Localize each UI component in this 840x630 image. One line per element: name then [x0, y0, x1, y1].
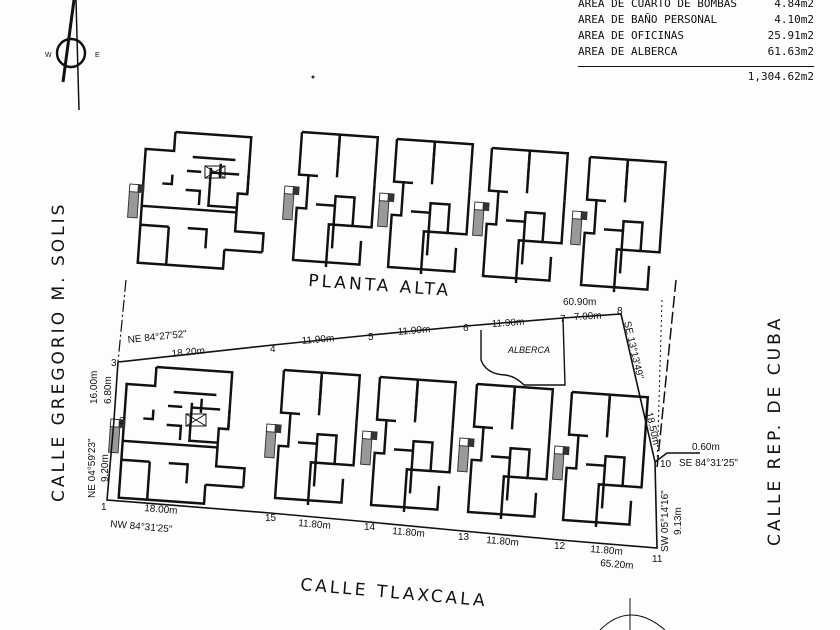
- area-label: AREA DE ALBERCA: [578, 45, 678, 58]
- ground-unit-2: [264, 368, 362, 506]
- area-value: 25.91m2: [767, 29, 814, 42]
- stair-void-icon: [204, 165, 226, 179]
- west-bearing: NE 04°59'23": [87, 438, 98, 498]
- southeast-length: 9.13m: [673, 507, 684, 535]
- north-segment: 11.90m: [397, 324, 430, 338]
- vertex-1: 1: [101, 502, 107, 513]
- area-row: AREA DE BAÑO PERSONAL 4.10m2: [578, 12, 814, 28]
- vertex-8: 8: [617, 306, 623, 317]
- street-label-south: CALLE TLAXCALA: [300, 575, 489, 611]
- vertex-7: 7: [560, 314, 566, 325]
- stair-icon: [282, 185, 300, 221]
- upper-unit-1: [127, 130, 265, 270]
- ground-unit-4: [457, 382, 555, 520]
- ground-unit-5: [552, 390, 650, 528]
- street-label-east: CALLE REP. DE CUBA: [765, 316, 785, 546]
- stair-icon: [457, 437, 475, 473]
- area-summary-table: AREA DE CUARTO DE BOMBAS 4.84m2 AREA DE B…: [578, 0, 814, 85]
- south-segment: 11.80m: [298, 518, 331, 532]
- vertex-10: 10: [660, 459, 672, 470]
- stair-icon: [264, 423, 282, 459]
- vertex-5: 5: [368, 332, 374, 343]
- stair-icon: [570, 210, 588, 246]
- south-segment: 11.80m: [590, 544, 623, 558]
- building-units: [108, 130, 668, 528]
- total-area: 1,304.62m2: [578, 66, 814, 85]
- area-row: AREA DE OFICINAS 25.91m2: [578, 28, 814, 44]
- upper-unit-5: [570, 155, 668, 293]
- north-bearing: NE 84°27'52": [127, 329, 188, 346]
- east-bearing: SE 13°13'49": [621, 320, 645, 380]
- lot-boundary: [106, 279, 700, 549]
- vertex-13: 13: [458, 532, 470, 543]
- stair-void-icon: [185, 413, 207, 427]
- stair-icon: [472, 201, 490, 237]
- north-segment: 11.90m: [491, 317, 524, 330]
- stair-icon: [377, 192, 395, 228]
- street-label-west: CALLE GREGORIO M. SOLIS: [49, 202, 69, 502]
- vertex-6: 6: [463, 323, 469, 334]
- south-segment: 18.00m: [144, 503, 178, 517]
- upper-unit-3: [377, 137, 475, 275]
- west-upper: 6.80m: [103, 376, 114, 404]
- vertex-11: 11: [652, 554, 663, 565]
- vertex-15: 15: [265, 513, 277, 524]
- east-jog-length: 0.60m: [692, 442, 720, 453]
- vertex-3: 3: [111, 358, 117, 369]
- pool-outline: ALBERCA: [480, 317, 566, 386]
- vertex-labels: 3 2 1 4 5 6 7 8 10 11 12 13 14 15: [101, 306, 672, 565]
- upper-unit-2: [282, 130, 380, 268]
- area-value: 4.84m2: [774, 0, 814, 10]
- north-arrow-icon: W E: [45, 0, 100, 111]
- southeast-bearing: SW 05°14'16": [660, 490, 671, 552]
- dimension-labels: NE 84°27'52" 18.20m 11.90m 11.90m 11.90m…: [87, 297, 738, 572]
- stair-icon: [127, 183, 145, 219]
- vertex-14: 14: [364, 522, 376, 533]
- area-label: AREA DE OFICINAS: [578, 29, 684, 42]
- vertex-12: 12: [554, 541, 566, 552]
- upper-unit-4: [472, 146, 570, 284]
- ground-unit-1: [108, 365, 246, 505]
- pool-label: ALBERCA: [507, 345, 550, 355]
- vertex-4: 4: [270, 344, 276, 355]
- south-segment: 11.80m: [392, 526, 425, 540]
- area-value: 4.10m2: [774, 13, 814, 26]
- area-label: AREA DE CUARTO DE BOMBAS: [578, 0, 737, 10]
- north-segment: 18.20m: [171, 346, 205, 360]
- compass-east-label: E: [95, 52, 100, 59]
- compass-west-label: W: [45, 52, 52, 59]
- stair-icon: [552, 445, 570, 481]
- east-jog-bearing: SE 84°31'25": [679, 458, 738, 469]
- north-segment: 11.90m: [301, 333, 334, 347]
- north-segment: 7.00m: [574, 311, 602, 323]
- south-total: 65.20m: [600, 558, 634, 572]
- south-segment: 11.80m: [486, 535, 519, 549]
- area-label: AREA DE BAÑO PERSONAL: [578, 13, 718, 26]
- section-title-planta-alta: PLANTA ALTA: [308, 271, 452, 301]
- area-row: AREA DE CUARTO DE BOMBAS 4.84m2: [578, 0, 814, 12]
- south-bearing: NW 84°31'25": [110, 519, 173, 535]
- west-total: 16.00m: [89, 371, 100, 404]
- vertex-2: 2: [119, 416, 125, 427]
- ground-unit-3: [360, 375, 458, 513]
- north-total: 60.90m: [563, 297, 596, 308]
- west-lower: 9.20m: [100, 454, 111, 482]
- area-value: 61.63m2: [767, 45, 814, 58]
- stair-icon: [360, 430, 378, 466]
- area-row: AREA DE ALBERCA 61.63m2: [578, 44, 814, 60]
